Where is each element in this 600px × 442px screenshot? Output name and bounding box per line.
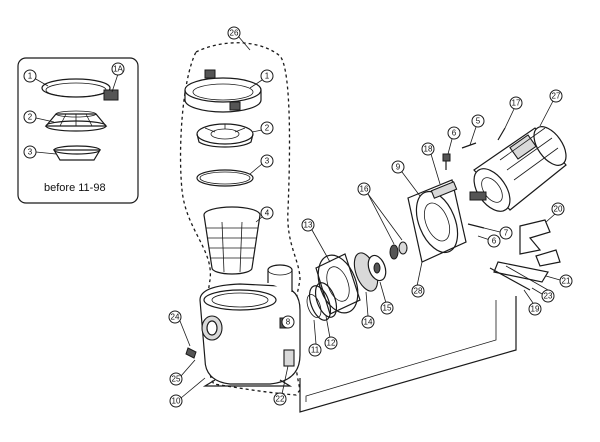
drain-plug-24 bbox=[185, 347, 197, 359]
svg-text:5: 5 bbox=[476, 117, 481, 126]
lid bbox=[184, 69, 262, 113]
callout-14: 14 bbox=[361, 291, 375, 329]
callout-2: 2 bbox=[251, 121, 274, 135]
svg-text:7: 7 bbox=[504, 229, 509, 238]
impeller bbox=[353, 252, 387, 292]
callout-17: 17 bbox=[504, 96, 523, 129]
callout-15: 15 bbox=[379, 281, 394, 315]
bolt-17 bbox=[497, 127, 506, 141]
callout-21: 21 bbox=[545, 274, 573, 288]
callout-3: 3 bbox=[249, 154, 274, 175]
svg-text:8: 8 bbox=[286, 318, 291, 327]
svg-text:9: 9 bbox=[396, 163, 401, 172]
callout-3-inset: 3 bbox=[23, 145, 57, 159]
callout-11: 11 bbox=[308, 319, 322, 357]
callout-12: 12 bbox=[324, 315, 338, 350]
svg-text:4: 4 bbox=[265, 209, 270, 218]
callout-8: 8 bbox=[281, 315, 295, 329]
svg-text:22: 22 bbox=[276, 395, 285, 404]
bolt-5 bbox=[461, 142, 477, 149]
bolt-7 bbox=[467, 223, 485, 229]
svg-text:27: 27 bbox=[552, 92, 561, 101]
svg-text:1: 1 bbox=[265, 72, 270, 81]
svg-text:12: 12 bbox=[327, 339, 336, 348]
callout-23: 23 bbox=[531, 287, 555, 303]
gasket-rings bbox=[306, 282, 338, 321]
svg-text:15: 15 bbox=[383, 304, 392, 313]
callout-28: 28 bbox=[411, 261, 425, 298]
callout-4: 4 bbox=[255, 206, 274, 223]
svg-text:14: 14 bbox=[364, 318, 373, 327]
motor-bracket bbox=[519, 219, 561, 267]
callout-1: 1 bbox=[249, 69, 274, 89]
svg-text:17: 17 bbox=[512, 99, 521, 108]
inset-box: before 11-98 bbox=[17, 57, 139, 204]
callout-2-inset: 2 bbox=[23, 110, 55, 124]
svg-text:6: 6 bbox=[452, 129, 457, 138]
svg-text:25: 25 bbox=[172, 375, 181, 384]
svg-text:24: 24 bbox=[171, 313, 180, 322]
shaft-seal bbox=[389, 241, 408, 260]
callout-19: 19 bbox=[523, 289, 542, 316]
callout-9: 9 bbox=[391, 160, 421, 197]
callout-7: 7 bbox=[483, 226, 513, 240]
inset-caption: before 11-98 bbox=[44, 182, 106, 194]
assembly-bracket-line-inner bbox=[305, 300, 497, 402]
kit-26-boundary bbox=[179, 42, 301, 396]
callout-24: 24 bbox=[168, 310, 191, 347]
o-ring bbox=[196, 169, 254, 187]
svg-text:1: 1 bbox=[28, 72, 33, 81]
svg-text:28: 28 bbox=[414, 287, 423, 296]
svg-text:26: 26 bbox=[230, 29, 239, 38]
svg-text:13: 13 bbox=[304, 221, 313, 230]
callout-6-lower: 6 bbox=[477, 234, 501, 248]
svg-text:18: 18 bbox=[424, 145, 433, 154]
pump-housing bbox=[199, 264, 301, 387]
seal-plate bbox=[315, 253, 361, 315]
svg-text:2: 2 bbox=[28, 113, 33, 122]
svg-text:19: 19 bbox=[531, 305, 540, 314]
svg-text:3: 3 bbox=[265, 157, 270, 166]
svg-text:20: 20 bbox=[554, 205, 563, 214]
svg-text:2: 2 bbox=[265, 124, 270, 133]
callout-16: 16 bbox=[357, 182, 403, 245]
callout-27: 27 bbox=[539, 89, 563, 127]
callout-22: 22 bbox=[273, 365, 289, 406]
motor bbox=[469, 126, 567, 212]
svg-text:6: 6 bbox=[492, 237, 497, 246]
motor-base bbox=[489, 261, 549, 291]
svg-text:10: 10 bbox=[172, 397, 181, 406]
callout-20: 20 bbox=[545, 202, 565, 223]
svg-text:1A: 1A bbox=[113, 65, 123, 74]
svg-text:23: 23 bbox=[544, 292, 553, 301]
assembly-bracket-line bbox=[299, 296, 517, 413]
callout-5: 5 bbox=[469, 114, 485, 146]
svg-text:21: 21 bbox=[562, 277, 571, 286]
callout-18: 18 bbox=[421, 142, 441, 185]
motor-adapter bbox=[407, 179, 467, 263]
callout-1a-inset: 1A bbox=[111, 62, 125, 93]
svg-text:16: 16 bbox=[360, 185, 369, 194]
callout-10: 10 bbox=[169, 377, 206, 408]
bolt-6-upper bbox=[442, 153, 451, 170]
callout-1-inset: 1 bbox=[23, 69, 49, 87]
diffuser bbox=[196, 123, 254, 148]
svg-text:3: 3 bbox=[28, 148, 33, 157]
callout-25: 25 bbox=[169, 359, 196, 386]
callout-26: 26 bbox=[227, 26, 251, 51]
strainer-basket bbox=[203, 206, 261, 275]
callout-6-upper: 6 bbox=[447, 126, 461, 155]
svg-text:11: 11 bbox=[311, 346, 320, 355]
callout-13: 13 bbox=[301, 218, 331, 263]
